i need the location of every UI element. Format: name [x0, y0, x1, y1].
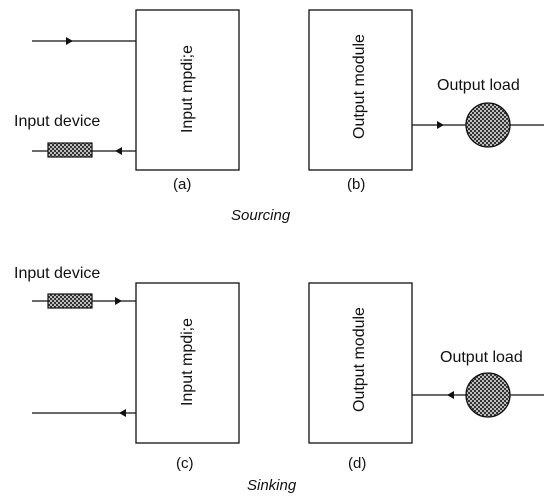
caption-b: (b) [347, 176, 366, 193]
caption-c: (c) [176, 455, 194, 472]
caption-d: (d) [348, 455, 367, 472]
output-module-label-b: Output module [351, 34, 368, 139]
arrow-left-c-bottom [119, 409, 126, 417]
output-load-d [465, 372, 511, 418]
sinking-title: Sinking [247, 477, 297, 494]
input-device-a [47, 142, 93, 158]
arrow-left-a-bottom [115, 147, 122, 155]
input-module-label-a: Input mpdi;e [179, 44, 196, 134]
arrow-right-c-top [115, 297, 122, 305]
output-load-label-b: Output load [437, 77, 520, 94]
output-module-d [308, 282, 413, 444]
input-device-c [47, 293, 93, 309]
input-device-label-c: Input device [14, 265, 101, 282]
sourcing-title: Sourcing [231, 207, 291, 224]
input-device-label-a: Input device [14, 113, 101, 130]
caption-a: (a) [173, 176, 192, 193]
arrow-right-a-top [66, 37, 73, 45]
input-module-a [135, 9, 240, 171]
output-load-b [465, 102, 511, 148]
output-module-b [308, 9, 413, 171]
output-module-label-d: Output module [351, 307, 368, 412]
input-module-c [135, 282, 240, 444]
arrow-left-d [447, 391, 454, 399]
arrow-right-b [437, 121, 444, 129]
input-module-label-c: Input mpdi;e [179, 317, 196, 407]
output-load-label-d: Output load [440, 349, 523, 366]
